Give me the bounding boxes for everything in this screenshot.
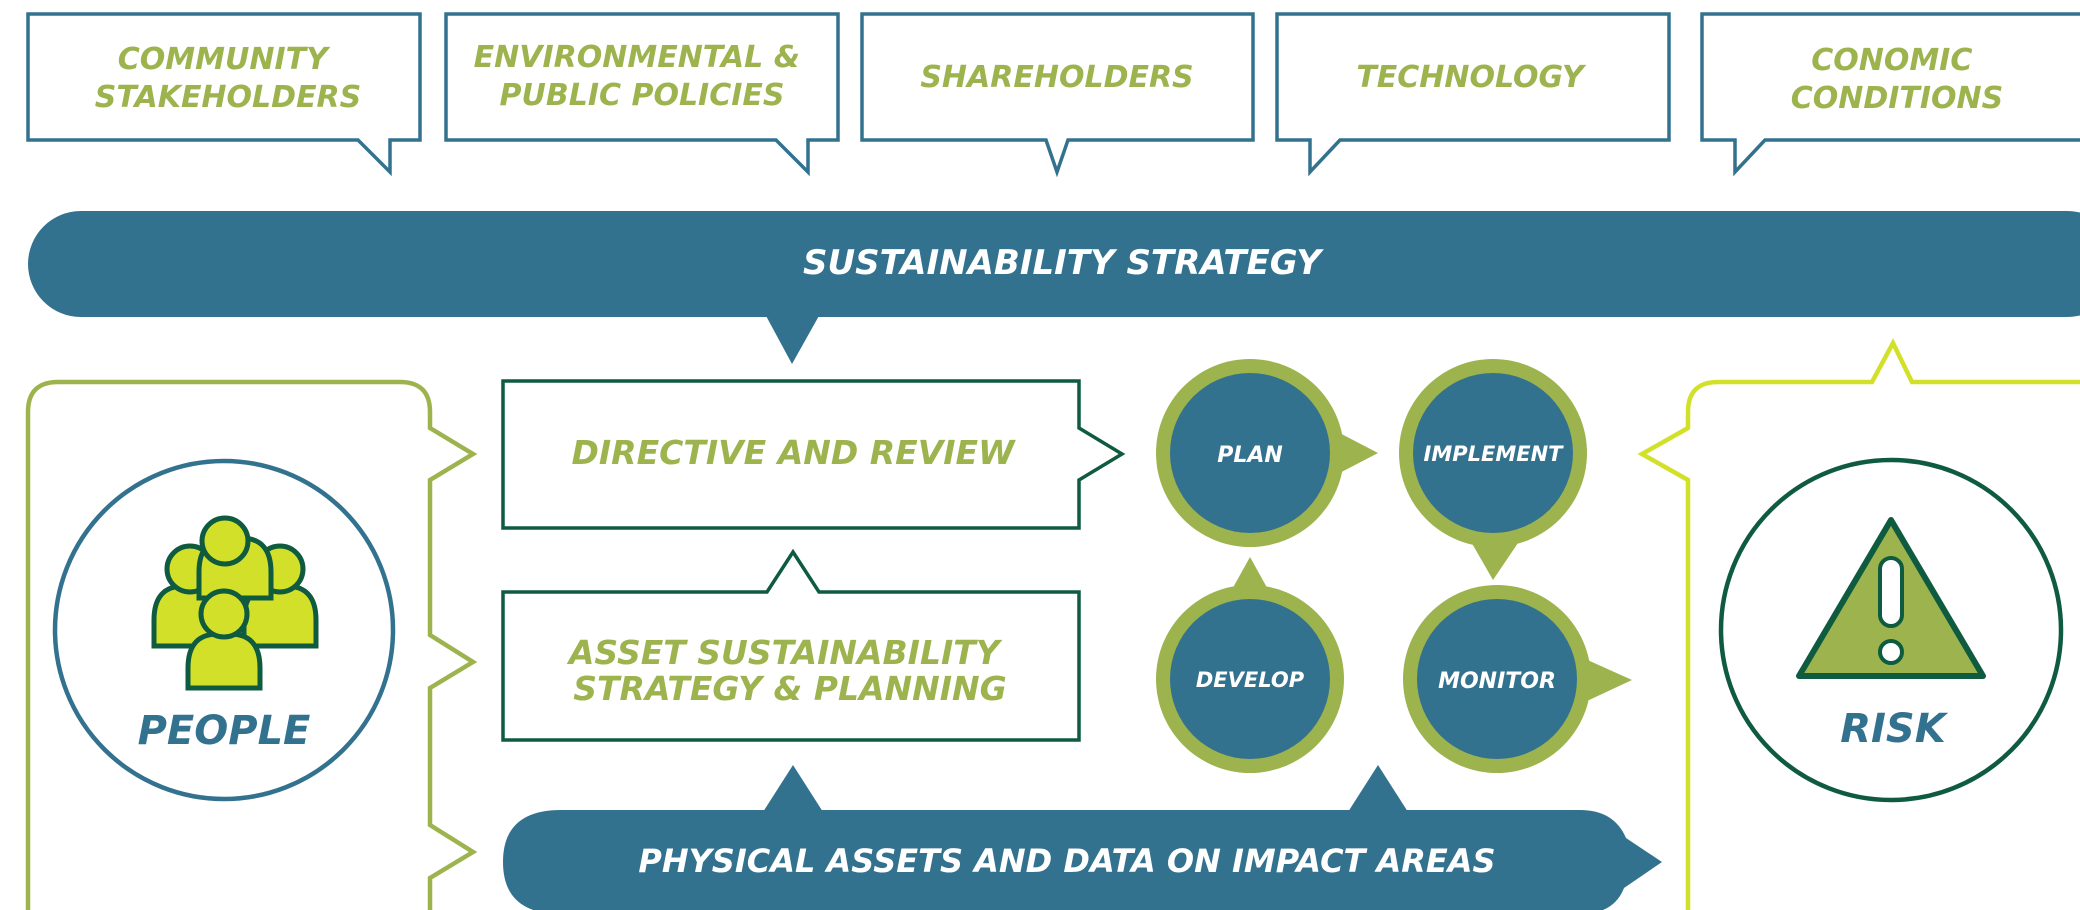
people-group-icon [151,515,319,691]
directive-box-label: DIRECTIVE AND REVIEW [572,433,1017,472]
people-panel-frame [25,379,478,910]
bubble-environmental-shape [444,12,840,177]
warning-triangle-icon [1796,517,1986,679]
bubble-economic-shape [1700,12,2080,177]
bubble-environmental: ENVIRONMENTAL & PUBLIC POLICIES [444,12,840,177]
svg-text:CONOMIC CONDITIONS: CONOMIC CONDITIONS [1791,43,2004,116]
bubble-community-line2: STAKEHOLDERS [95,80,362,115]
strategy-banner-pointer [765,314,820,364]
people-panel: PEOPLE [25,379,478,910]
bubble-economic: CONOMIC CONDITIONS [1700,12,2080,177]
cycle-develop: DEVELOP [1156,585,1344,773]
svg-text:ENVIRONMENTAL & PUBLIC P: ENVIRONMENTAL & PUBLIC POLICIES [474,40,811,113]
cycle-monitor-label: MONITOR [1438,669,1556,694]
asset-box-line1: ASSET SUSTAINABILITY [566,633,1003,672]
asset-box: ASSET SUSTAINABILITY STRATEGY & PLANNING [501,548,1081,742]
bubble-community-line1: COMMUNITY [118,42,331,77]
asset-box-shape [501,548,1081,742]
cycle: PLAN IMPLEMENT DEVELOP MONITOR [1156,359,1632,773]
svg-text:SHAREHOLDERS: SHAREHOLDERS [920,60,1193,95]
directive-box: DIRECTIVE AND REVIEW [501,379,1126,530]
bubble-technology-line1: TECHNOLOGY [1356,60,1587,95]
svg-text:TECHNOLOGY: TECHNOLOGY [1356,60,1587,95]
cycle-plan-label: PLAN [1217,443,1283,468]
bottom-banner-pointer-right [1348,765,1408,812]
people-label: PEOPLE [138,708,311,754]
bubble-shareholders-shape [860,12,1255,178]
svg-text:COMMUNITY STAKEHOLDERS: COMMUNITY STAKEHOLDERS [95,42,362,115]
directive-box-shape [501,379,1126,530]
cycle-plan: PLAN [1156,359,1344,547]
bubble-technology: TECHNOLOGY [1275,12,1671,177]
bottom-banner-label: PHYSICAL ASSETS AND DATA ON IMPACT AREAS [638,842,1495,880]
cycle-develop-pointer [1230,557,1270,593]
cycle-develop-label: DEVELOP [1196,668,1305,692]
strategy-banner-shape [28,211,2080,317]
bottom-banner-shape [503,810,1662,910]
asset-box-line2: STRATEGY & PLANNING [573,669,1007,708]
cycle-implement-pointer [1470,540,1520,580]
strategy-banner-label: SUSTAINABILITY STRATEGY [803,243,1324,283]
risk-panel-frame [1637,338,2080,910]
risk-panel: RISK [1637,338,2080,910]
bubble-shareholders: SHAREHOLDERS [860,12,1255,178]
bubble-environmental-line1: ENVIRONMENTAL & [474,40,800,75]
bottom-banner: PHYSICAL ASSETS AND DATA ON IMPACT AREAS [503,765,1662,910]
bubble-community-shape [26,12,422,177]
cycle-implement: IMPLEMENT [1399,359,1587,547]
bubble-economic-line2: CONDITIONS [1791,81,2004,116]
bottom-banner-pointer-left [763,765,823,812]
strategy-banner: SUSTAINABILITY STRATEGY [28,211,2080,364]
bubble-community: COMMUNITY STAKEHOLDERS [26,12,422,177]
bubble-economic-line1: CONOMIC [1811,43,1972,78]
svg-text:ASSET SUSTAINABILITY STR: ASSET SUSTAINABILITY STRATEGY & PLANNING [566,633,1011,708]
cycle-monitor: MONITOR [1403,585,1591,773]
bubble-shareholders-line1: SHAREHOLDERS [920,60,1193,95]
cycle-implement-label: IMPLEMENT [1424,442,1565,466]
bubble-environmental-line2: PUBLIC POLICIES [500,78,785,113]
bubble-technology-shape [1275,12,1671,177]
risk-label: RISK [1840,706,1948,752]
